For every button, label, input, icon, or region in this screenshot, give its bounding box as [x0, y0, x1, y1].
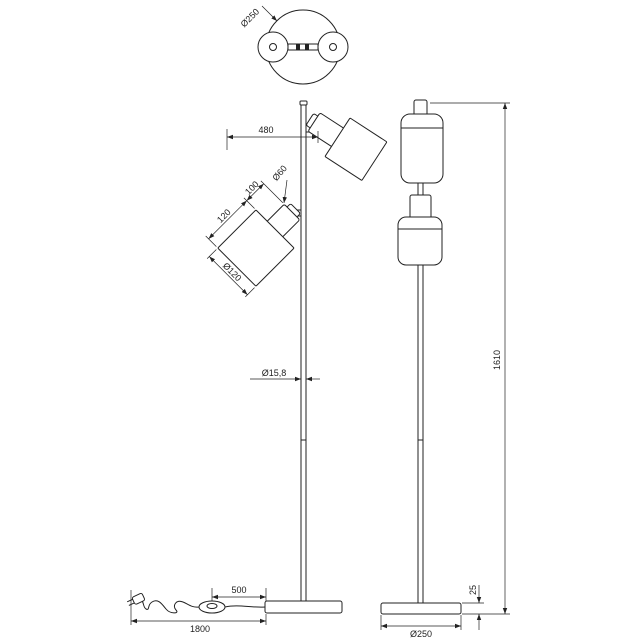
dimension-25-label: 25	[468, 585, 478, 595]
top-view-diameter-label: Ø250	[239, 7, 262, 30]
lower-spot-extension-mid	[243, 197, 255, 209]
dimension-1800-label: 1800	[190, 624, 210, 634]
top-view-diameter-leader	[261, 5, 278, 22]
dimension-o60-label: Ø60	[270, 163, 289, 182]
dimension-base-label: Ø250	[410, 629, 432, 639]
dimension-120-line	[208, 200, 247, 240]
dimension-100-line	[246, 183, 264, 201]
foot-switch-body	[198, 600, 226, 614]
lower-spotlight	[205, 180, 301, 298]
power-plug-body	[131, 592, 145, 605]
upper-spot-side-shade	[400, 113, 444, 184]
side-view: 1610 25 Ø250	[380, 99, 510, 639]
lower-spot-extension-rim-a	[245, 287, 255, 298]
lamp-base-side	[380, 602, 462, 615]
dimension-pole-label: Ø15,8	[262, 368, 287, 378]
top-view-spot-left-socket	[269, 43, 277, 51]
lower-spot-extension-back	[260, 180, 284, 204]
lower-spot-extension-rim-b	[206, 249, 217, 259]
upper-spotlight	[306, 113, 388, 181]
top-view-spot-left-rim	[257, 31, 289, 63]
top-view-pole-bar	[287, 43, 319, 51]
upper-spot-shade	[324, 117, 388, 181]
top-view-spot-right	[317, 31, 349, 63]
power-plug-pin-bottom	[128, 602, 135, 606]
pole-top-cap-front	[299, 100, 308, 106]
top-view-pole-section-right	[305, 44, 309, 50]
dimension-120-label: 120	[215, 207, 233, 225]
pole-front	[300, 102, 307, 602]
top-view-spot-right-rim	[317, 31, 349, 63]
power-plug-pin-top	[126, 598, 133, 603]
lower-spot-extension-front	[205, 235, 217, 247]
front-view: 100 120 Ø120 Ø60 480 Ø15,8 500 1800	[126, 100, 388, 634]
dimension-480-label: 480	[258, 125, 273, 135]
foot-switch-button	[206, 603, 218, 609]
top-view-spot-right-socket	[329, 43, 337, 51]
dimension-500-label: 500	[231, 585, 246, 595]
top-view-spot-left	[257, 31, 289, 63]
dimension-100-label: 100	[243, 179, 261, 197]
lamp-base-front	[264, 600, 343, 614]
power-cable-base-to-switch	[224, 605, 266, 608]
lower-spot-side-shade	[397, 216, 443, 266]
dimension-o120-line	[209, 256, 248, 295]
top-view-pole-section-left	[296, 44, 300, 50]
foot-switch	[198, 600, 226, 614]
top-view: Ø250	[239, 5, 349, 85]
power-cable-switch-to-plug	[141, 600, 200, 614]
dimension-1610-label: 1610	[492, 350, 502, 370]
dimension-o60-leader	[282, 179, 288, 204]
power-plug	[126, 592, 145, 606]
